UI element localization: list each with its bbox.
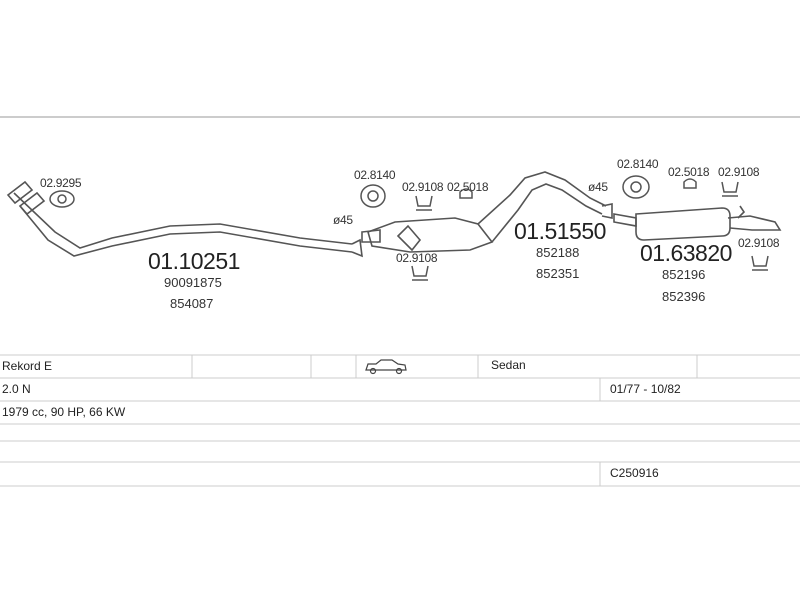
front-pipe-oe-1: 90091875: [164, 275, 222, 290]
accessory-label-02-5018-rear: 02.5018: [668, 165, 710, 179]
mounting-parts: [49, 175, 769, 281]
accessory-label-02-9295: 02.9295: [40, 176, 82, 190]
accessory-label-02-9108-rear-bottom: 02.9108: [738, 236, 780, 250]
front-pipe-shape: [6, 180, 363, 258]
accessory-label-02-9108-rear-top: 02.9108: [718, 165, 760, 179]
rear-silencer-oe-1: 852196: [662, 267, 706, 282]
center-silencer-oe-2: 852351: [536, 266, 580, 281]
diameter-label-rear: ø45: [588, 180, 608, 194]
front-pipe-oe-2: 854087: [170, 296, 214, 311]
accessory-label-02-9108-center-bottom: 02.9108: [396, 251, 438, 265]
accessory-label-02-5018-center: 02.5018: [447, 180, 489, 194]
diameter-label-front: ø45: [333, 213, 353, 227]
center-silencer-part-number: 01.51550: [514, 218, 606, 244]
front-pipe-part-number: 01.10251: [148, 248, 240, 274]
vehicle-engine: 2.0 N: [2, 382, 31, 396]
center-silencer-shape: [361, 171, 613, 253]
accessory-label-02-9108-center-top: 02.9108: [402, 180, 444, 194]
vehicle-code: C250916: [610, 466, 659, 480]
vehicle-specs: 1979 cc, 90 HP, 66 KW: [2, 405, 126, 419]
vehicle-table-grid: [0, 354, 800, 487]
center-silencer-oe-1: 852188: [536, 245, 580, 260]
rear-silencer-oe-2: 852396: [662, 289, 706, 304]
sedan-car-icon: [365, 359, 407, 375]
accessory-label-02-8140-center: 02.8140: [354, 168, 396, 182]
rear-silencer-shape: [613, 205, 782, 241]
vehicle-body-type: Sedan: [491, 358, 526, 372]
accessory-label-02-8140-rear: 02.8140: [617, 157, 659, 171]
vehicle-model: Rekord E: [2, 359, 53, 373]
vehicle-years: 01/77 - 10/82: [610, 382, 681, 396]
rear-silencer-part-number: 01.63820: [640, 240, 732, 266]
